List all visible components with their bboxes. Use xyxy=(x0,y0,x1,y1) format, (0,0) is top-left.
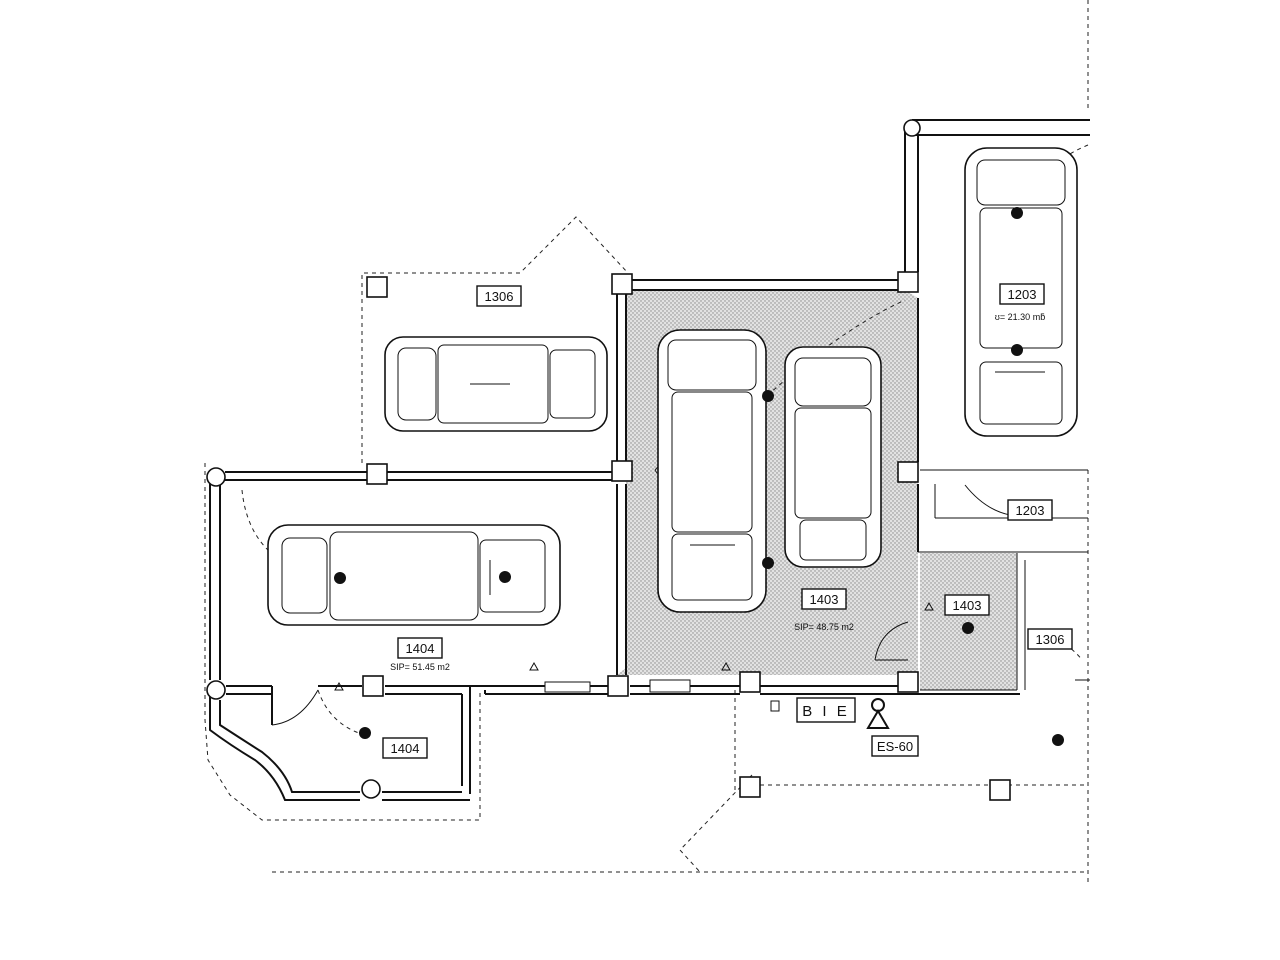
car-1403-left xyxy=(657,329,767,613)
room-tag-1203-small: 1203 xyxy=(1016,503,1045,518)
room-tag-1403-small: 1403 xyxy=(953,598,982,613)
boundary-diagonal xyxy=(679,774,753,873)
room-tag-1306-top: 1306 xyxy=(485,289,514,304)
room-1403-small-hatch xyxy=(920,553,1017,690)
room-area-1203: ʊ= 21.30 mƃ xyxy=(995,312,1045,322)
extinguisher-label: ES-60 xyxy=(877,739,913,754)
boundary-left xyxy=(204,463,481,821)
bie-cabinet: B I E xyxy=(770,697,856,723)
room-tags: 1306 1203 ʊ= 21.30 mƃ 1203 1404 SIP= 51.… xyxy=(382,283,1073,759)
warning-triangle-icons xyxy=(334,601,934,691)
door-swings xyxy=(271,484,1011,726)
room-tag-1306-right: 1306 xyxy=(1036,632,1065,647)
car-1403-right xyxy=(784,346,882,568)
walls xyxy=(209,119,1090,801)
room-tag-1404-small: 1404 xyxy=(391,741,420,756)
car-1306-top xyxy=(384,336,608,432)
boundary-1306-top xyxy=(361,216,629,463)
room-tag-1404-main: 1404 xyxy=(406,641,435,656)
room-area-1403: SIP= 48.75 m2 xyxy=(794,622,854,632)
room-tag-1403-main: 1403 xyxy=(810,592,839,607)
room-tag-1203-top: 1203 xyxy=(1008,287,1037,302)
car-1404 xyxy=(267,524,561,626)
vent-strips xyxy=(544,679,691,693)
columns xyxy=(206,119,1011,801)
room-area-1404: SIP= 51.45 m2 xyxy=(390,662,450,672)
extinguisher-icon xyxy=(866,698,890,729)
bie-label: B I E xyxy=(802,703,850,720)
